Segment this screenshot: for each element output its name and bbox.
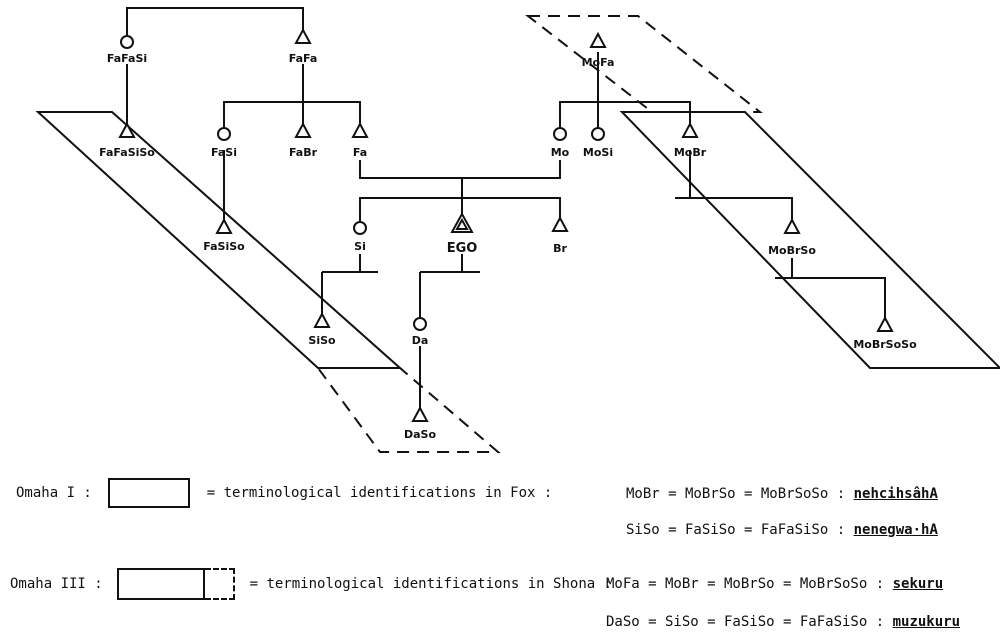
descent-line-da	[419, 271, 462, 318]
label-mo: Mo	[551, 146, 570, 159]
omaha3-region-mofa	[525, 15, 763, 113]
descent-line-mobrso	[690, 197, 793, 224]
legend-omaha3-text: = terminological identifications in Shon…	[249, 576, 613, 592]
omaha3-term1: sekuru	[892, 576, 944, 592]
label-fasiso: FaSiSo	[203, 240, 245, 253]
legend-solid-box	[108, 478, 191, 508]
sibling-line-ego	[359, 197, 561, 222]
descent-line-mobrsoso	[792, 277, 886, 318]
marriage-line-ego	[461, 254, 480, 273]
male-symbol-fabr	[294, 121, 312, 138]
legend-omaha1-label: Omaha I :	[16, 485, 92, 501]
male-symbol-fa	[351, 121, 369, 138]
omaha3-term2: muzukuru	[892, 614, 961, 630]
label-mobrso: MoBrSo	[768, 244, 816, 257]
omaha1-eq2: SiSo = FaSiSo = FaFaSiSo : nenegwa·hA	[626, 522, 938, 538]
male-symbol-daso	[411, 405, 429, 422]
label-mobrsoso: MoBrSoSo	[853, 338, 917, 351]
omaha3-eq1-text: MoFa = MoBr = MoBrSo = MoBrSoSo :	[606, 576, 885, 592]
sibling-line-gen1	[126, 7, 304, 35]
male-symbol-mofa	[589, 31, 607, 48]
male-symbol-mobrsoso	[876, 315, 894, 332]
omaha1-eq1: MoBr = MoBrSo = MoBrSoSo : nehcihsâhA	[626, 486, 938, 502]
ego-inner-triangle	[455, 217, 469, 230]
legend-omaha1: Omaha I : = terminological identificatio…	[16, 478, 552, 508]
label-siso: SiSo	[308, 334, 336, 347]
male-symbol-fafa	[294, 27, 312, 44]
omaha3-eq2: DaSo = SiSo = FaSiSo = FaFaSiSo : muzuku…	[606, 614, 960, 630]
male-symbol-fafasiso	[118, 121, 136, 138]
legend-omaha1-text: = terminological identifications in Fox …	[206, 485, 553, 501]
label-si: Si	[354, 240, 366, 253]
label-fa: Fa	[353, 146, 367, 159]
label-fafasi: FaFaSi	[107, 52, 147, 65]
label-mobr: MoBr	[674, 146, 707, 159]
marriage-line-fa-mo	[359, 160, 561, 179]
female-symbol-si	[353, 221, 367, 235]
omaha3-region-daso	[316, 367, 501, 453]
female-symbol-fafasi	[120, 35, 134, 49]
sibling-line-gen2-mo	[559, 101, 691, 128]
legend-omaha3: Omaha III : = terminological identificat…	[10, 568, 612, 600]
male-symbol-mobr	[681, 121, 699, 138]
legend-omaha3-label: Omaha III :	[10, 576, 103, 592]
male-symbol-mobrso	[783, 217, 801, 234]
label-mofa: MoFa	[582, 56, 615, 69]
legend-dashed-box	[205, 568, 236, 600]
omaha3-eq1: MoFa = MoBr = MoBrSo = MoBrSoSo : sekuru	[606, 576, 943, 592]
marriage-line-si	[359, 254, 378, 273]
label-fasi: FaSi	[211, 146, 237, 159]
omaha1-eq1-text: MoBr = MoBrSo = MoBrSoSo :	[626, 486, 846, 502]
omaha1-term2: nenegwa·hA	[853, 522, 938, 538]
marriage-line-mobrso	[775, 258, 793, 279]
descent-line-siso	[321, 271, 360, 318]
label-br: Br	[553, 242, 567, 255]
label-fafa: FaFa	[289, 52, 318, 65]
male-symbol-siso	[313, 311, 331, 328]
label-ego: EGO	[447, 241, 478, 256]
label-da: Da	[412, 334, 429, 347]
male-symbol-br	[551, 215, 569, 232]
female-symbol-mosi	[591, 127, 605, 141]
legend-solid-box-2	[117, 568, 206, 600]
omaha3-eq2-text: DaSo = SiSo = FaSiSo = FaFaSiSo :	[606, 614, 885, 630]
female-symbol-fasi	[217, 127, 231, 141]
omaha1-eq2-text: SiSo = FaSiSo = FaFaSiSo :	[626, 522, 846, 538]
label-mosi: MoSi	[583, 146, 613, 159]
male-symbol-fasiso	[215, 217, 233, 234]
omaha1-term1: nehcihsâhA	[853, 486, 938, 502]
label-fabr: FaBr	[289, 146, 318, 159]
female-symbol-da	[413, 317, 427, 331]
female-symbol-mo	[553, 127, 567, 141]
sibling-line-gen2-fa	[223, 101, 361, 128]
label-daso: DaSo	[404, 428, 436, 441]
label-fafasiso: FaFaSiSo	[99, 146, 155, 159]
